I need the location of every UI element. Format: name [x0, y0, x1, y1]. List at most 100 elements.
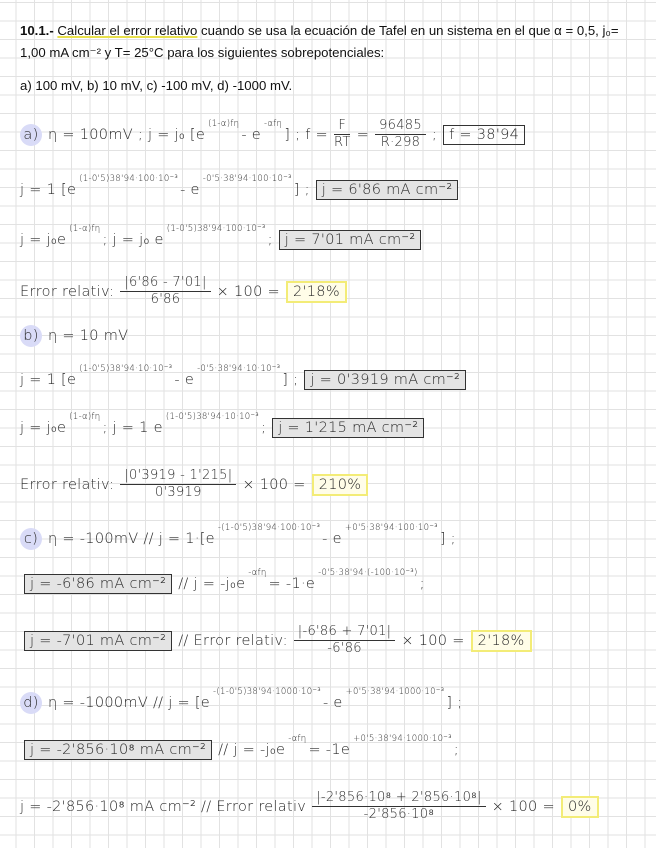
solution-line: j = 1 [e(1-0'5)38'94·10·10⁻³ - e-0'5·38'…	[20, 364, 470, 390]
exponent: -(1-0'5)38'94·1000·10⁻³	[213, 687, 321, 697]
math-text: // j = -j₀e	[218, 742, 286, 758]
math-text: =	[356, 126, 370, 143]
result-box: j = -7'01 mA cm⁻²	[24, 630, 173, 651]
solution-line: Error relativ: |6'86 - 7'01|6'86 × 100 = 2…	[20, 275, 351, 308]
math-text: ] ;	[439, 531, 456, 547]
result-highlight: 210%	[311, 473, 369, 496]
result-box: j = 6'86 mA cm⁻²	[315, 180, 459, 200]
math-text: ] ; f =	[284, 126, 328, 143]
part-label: c)	[20, 528, 42, 550]
exponent: -0'5·38'94·(-100·10⁻³)	[318, 568, 418, 578]
math-text: j = -2'856·10⁸ mA cm⁻² // Error relativ	[20, 798, 307, 815]
math-text: Error relativ:	[20, 476, 115, 493]
math-text: j = j₀e	[20, 420, 67, 436]
math-text: η = 100mV ; j = j₀ [e	[48, 126, 206, 143]
part-label: a)	[20, 123, 42, 146]
numerator: |0'3919 - 1'215|	[120, 468, 237, 485]
problem-statement: 10.1.- Calcular el error relativo cuando…	[20, 20, 645, 64]
result-box: j = 7'01 mA cm⁻²	[278, 230, 422, 250]
exponent: -0'5·38'94·100·10⁻³	[202, 174, 292, 184]
result-box: j = -6'86 mA cm⁻²	[24, 574, 173, 594]
result-box: j = -2'856·10⁸ mA cm⁻²	[24, 740, 213, 760]
math-text: j = 1 [e	[20, 182, 77, 198]
exponent: +0'5·38'94·1000·10⁻³	[353, 734, 452, 744]
exponent: (1-0'5)38'94·10·10⁻³	[165, 412, 259, 422]
math-text: × 100 =	[242, 476, 306, 493]
math-text: × 100 =	[216, 283, 280, 300]
solution-line: c) η = -100mV // j = 1·[e-(1-0'5)38'94·10…	[20, 523, 456, 550]
solution-line: j = 1 [e(1-0'5)38'94·100·10⁻³ - e-0'5·38…	[20, 174, 462, 200]
denominator: -2'856·10⁸	[363, 807, 435, 822]
result-box: f = 38'94	[443, 124, 526, 145]
exponent: (1-α)fη	[208, 118, 240, 129]
math-text: η = 10 mV	[48, 328, 129, 344]
exponent: (1-0'5)38'94·100·10⁻³	[166, 224, 266, 234]
fraction: |6'86 - 7'01|6'86	[120, 275, 211, 308]
result-highlight: 2'18%	[470, 629, 532, 652]
denominator: RT	[333, 135, 351, 150]
math-text: ;	[431, 126, 438, 143]
result-box: j = 0'3919 mA cm⁻²	[304, 370, 467, 390]
exponent: (1-α)fη	[69, 412, 101, 422]
math-text: - e	[174, 372, 195, 388]
math-text: × 100 =	[401, 632, 465, 649]
denominator: R·298	[380, 135, 421, 150]
exponent: -αfη	[248, 568, 267, 578]
exponent: +0'5·38'94·100·10⁻³	[344, 523, 438, 533]
math-text: - e	[322, 531, 342, 547]
solution-line: a)η = 100mV ; j = j₀ [e(1-α)fη - e-αfη] …	[20, 118, 529, 151]
math-text: - e	[180, 182, 200, 198]
math-text: ;	[267, 232, 273, 248]
numerator: 96485	[375, 118, 426, 135]
denominator: 0'3919	[154, 485, 202, 500]
exponent: -αfη	[288, 734, 307, 744]
denominator: -6'86	[327, 641, 362, 656]
math-text: ; j = j₀ e	[102, 232, 164, 248]
highlighted-phrase: Calcular el error relativo	[57, 23, 198, 38]
math-text: // j = -j₀e	[178, 576, 246, 592]
solution-line: b) η = 10 mV	[20, 325, 128, 347]
math-text: ;	[453, 742, 459, 758]
numerator: |-2'856·10⁸ + 2'856·10⁸|	[312, 790, 486, 807]
math-text: = -1·e	[268, 576, 316, 592]
math-text: ;	[419, 576, 425, 592]
numerator: |-6'86 + 7'01|	[293, 624, 396, 641]
result-highlight: 2'18%	[285, 280, 347, 303]
exponent: +0'5·38'94·1000·10⁻³	[345, 687, 445, 697]
problem-number: 10.1.-	[20, 23, 54, 38]
math-text: ] ;	[446, 695, 463, 711]
exponent: (1-0'5)38'94·100·10⁻³	[79, 174, 179, 184]
denominator: 6'86	[150, 292, 181, 307]
math-text: η = -1000mV // j = [e	[48, 695, 210, 711]
solution-line: j = j₀e(1-α)fη ; j = j₀ e(1-0'5)38'94·10…	[20, 224, 425, 250]
solution-line: j = j₀e(1-α)fη ; j = 1 e(1-0'5)38'94·10·…	[20, 412, 428, 438]
part-label: b)	[20, 325, 42, 347]
math-text: - e	[241, 126, 261, 143]
problem-parts: a) 100 mV, b) 10 mV, c) -100 mV, d) -100…	[20, 78, 293, 93]
exponent: (1-α)fη	[69, 224, 101, 234]
math-text: j = 1 [e	[20, 372, 77, 388]
math-text: × 100 =	[491, 798, 555, 815]
solution-line: Error relativ: |0'3919 - 1'215|0'3919 × 1…	[20, 468, 372, 501]
solution-line: j = -7'01 mA cm⁻² // Error relativ: |-6'8…	[20, 624, 536, 657]
math-text: // Error relativ:	[178, 632, 288, 649]
math-text: Error relativ:	[20, 283, 115, 300]
exponent: (1-0'5)38'94·10·10⁻³	[79, 364, 173, 374]
solution-line: j = -2'856·10⁸ mA cm⁻² // Error relativ …	[20, 790, 603, 823]
fraction: |-6'86 + 7'01|-6'86	[293, 624, 396, 657]
math-text: ] ;	[293, 182, 310, 198]
math-text: η = -100mV // j = 1·[e	[48, 531, 215, 547]
result-box: j = 1'215 mA cm⁻²	[272, 418, 425, 438]
exponent: -(1-0'5)38'94·100·10⁻³	[217, 523, 321, 533]
solution-line: j = -6'86 mA cm⁻² // j = -j₀e-αfη = -1·e-…	[20, 568, 425, 594]
fraction: |0'3919 - 1'215|0'3919	[120, 468, 237, 501]
numerator: F	[334, 118, 351, 135]
solution-line: j = -2'856·10⁸ mA cm⁻² // j = -j₀e-αfη = …	[20, 734, 459, 760]
math-text: ;	[261, 420, 267, 436]
math-text: ; j = 1 e	[102, 420, 163, 436]
math-text: ] ;	[282, 372, 299, 388]
math-text: j = j₀e	[20, 232, 67, 248]
math-text: = -1e	[308, 742, 351, 758]
